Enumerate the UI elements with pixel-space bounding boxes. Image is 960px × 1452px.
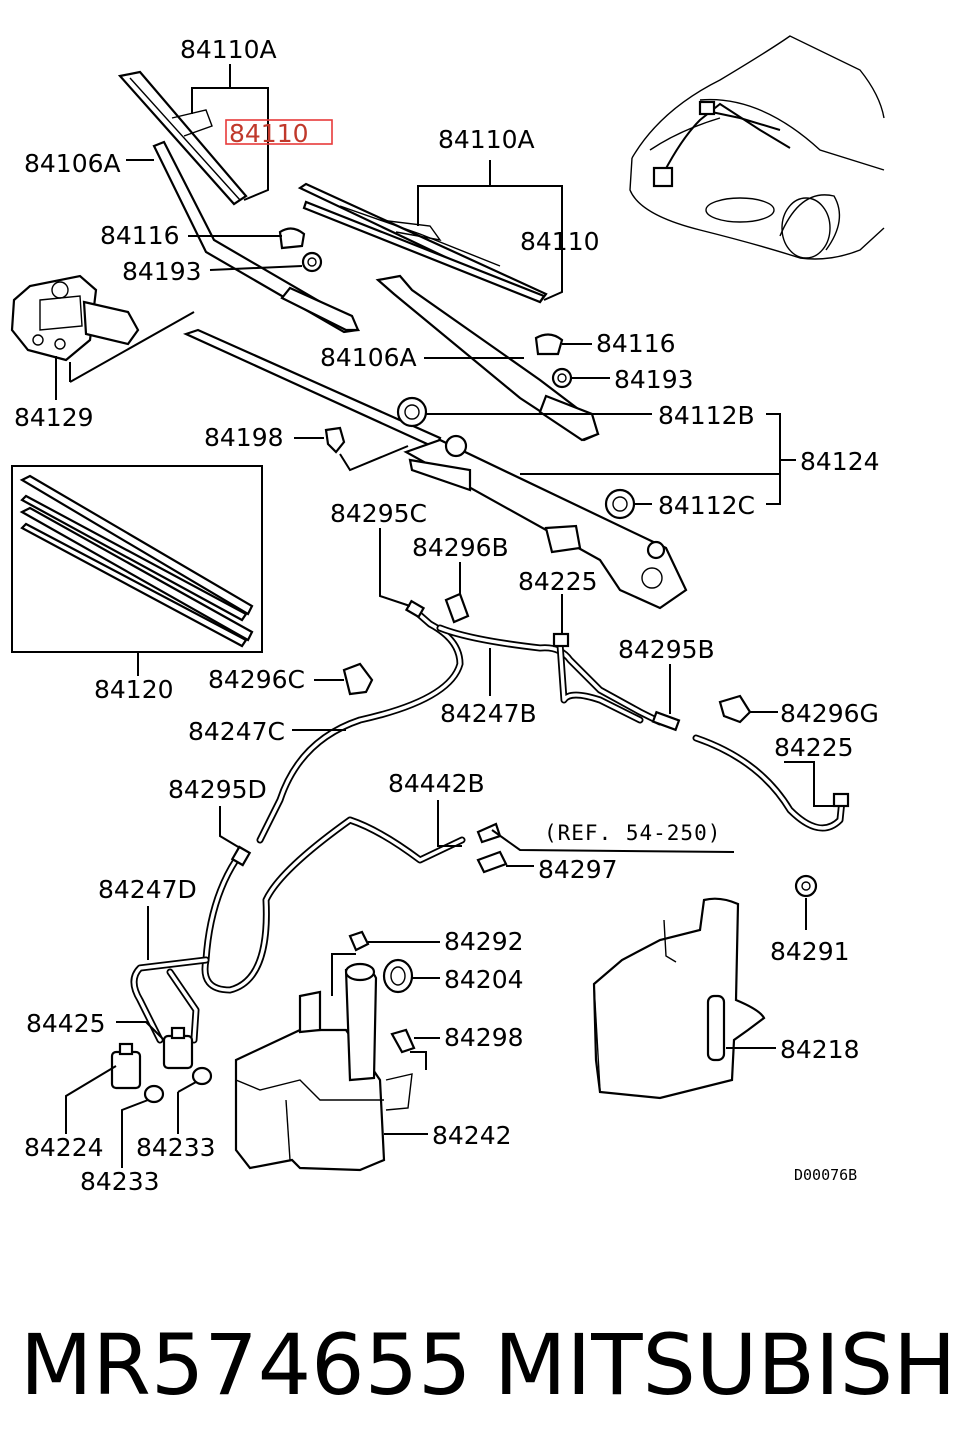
clip-84296B bbox=[444, 592, 470, 624]
label-84218: 84218 bbox=[780, 1035, 860, 1064]
label-84106A-left: 84106A bbox=[24, 149, 121, 178]
bolt-84298 bbox=[390, 1028, 416, 1054]
wiper-blade-right bbox=[297, 182, 548, 304]
nozzle-84225-top bbox=[552, 632, 570, 648]
washer-tank-84242 bbox=[234, 962, 413, 1172]
label-84112B: 84112B bbox=[658, 401, 755, 430]
highlight-box bbox=[225, 119, 333, 145]
refill-84120 bbox=[11, 465, 263, 653]
clip-84296G bbox=[718, 694, 752, 724]
wiper-blade-left bbox=[117, 70, 248, 206]
cap-left bbox=[278, 227, 306, 250]
label-84298: 84298 bbox=[444, 1023, 524, 1052]
wiper-linkage bbox=[182, 328, 688, 610]
bracket-84110A-top bbox=[191, 87, 269, 201]
label-84225-right: 84225 bbox=[774, 733, 854, 762]
joint-84295C bbox=[404, 599, 426, 619]
label-84292: 84292 bbox=[444, 927, 524, 956]
bushing-84112B bbox=[396, 396, 428, 428]
label-84225-top: 84225 bbox=[518, 567, 598, 596]
cap-84204 bbox=[382, 958, 414, 994]
nut-right bbox=[551, 367, 573, 389]
label-84204: 84204 bbox=[444, 965, 524, 994]
washer-pump-secondary bbox=[162, 1026, 194, 1070]
bracket-84110A-right bbox=[417, 185, 563, 301]
label-84110-right: 84110 bbox=[520, 227, 600, 256]
label-84247C: 84247C bbox=[188, 717, 285, 746]
label-84112C: 84112C bbox=[658, 491, 755, 520]
label-84442B: 84442B bbox=[388, 769, 485, 798]
label-84242: 84242 bbox=[432, 1121, 512, 1150]
brand-name: MITSUBISHI bbox=[494, 1316, 960, 1414]
label-84110A-right: 84110A bbox=[438, 125, 535, 154]
joint-84295D bbox=[230, 845, 252, 867]
part-number: MR574655 bbox=[20, 1316, 472, 1414]
bracket-84124 bbox=[766, 413, 781, 505]
label-84295C: 84295C bbox=[330, 499, 427, 528]
label-84116-left: 84116 bbox=[100, 221, 180, 250]
clip-84198 bbox=[324, 426, 346, 454]
label-84296B: 84296B bbox=[412, 533, 509, 562]
label-84425: 84425 bbox=[26, 1009, 106, 1038]
label-84296C: 84296C bbox=[208, 665, 305, 694]
label-84116-right: 84116 bbox=[596, 329, 676, 358]
clip-84296C bbox=[342, 662, 374, 696]
bushing-84112C bbox=[604, 488, 636, 520]
nut-left bbox=[301, 251, 323, 273]
washer-pump-84224 bbox=[110, 1042, 142, 1090]
label-84295D: 84295D bbox=[168, 775, 267, 804]
label-84291: 84291 bbox=[770, 937, 850, 966]
grommet-84233-b bbox=[143, 1084, 165, 1104]
wiper-motor bbox=[10, 274, 140, 362]
cap-right bbox=[534, 333, 564, 356]
drawing-code: D00076B bbox=[794, 1166, 857, 1184]
label-84193-right: 84193 bbox=[614, 365, 694, 394]
label-84296G: 84296G bbox=[780, 699, 879, 728]
label-84120: 84120 bbox=[94, 675, 174, 704]
label-84233-a: 84233 bbox=[136, 1133, 216, 1162]
label-84110A-top: 84110A bbox=[180, 35, 277, 64]
vehicle-location-illustration bbox=[629, 35, 885, 260]
label-84198: 84198 bbox=[204, 423, 284, 452]
washer-hose-assembly bbox=[130, 606, 846, 1044]
label-84110-highlighted: 84110 bbox=[229, 119, 309, 148]
label-84233-b: 84233 bbox=[80, 1167, 160, 1196]
label-84247B: 84247B bbox=[440, 699, 537, 728]
label-84224: 84224 bbox=[24, 1133, 104, 1162]
label-84106A-right: 84106A bbox=[320, 343, 417, 372]
label-84247D: 84247D bbox=[98, 875, 197, 904]
wiper-arm-left bbox=[152, 140, 361, 334]
label-84129: 84129 bbox=[14, 403, 94, 432]
nozzle-84225-right bbox=[832, 792, 850, 808]
label-84295B: 84295B bbox=[618, 635, 715, 664]
label-reference: (REF. 54-250) bbox=[544, 821, 721, 845]
label-84124: 84124 bbox=[800, 447, 880, 476]
grommet-84291 bbox=[794, 874, 818, 898]
grommet-84233-a bbox=[191, 1066, 213, 1086]
nut-84292 bbox=[348, 930, 370, 952]
label-84297: 84297 bbox=[538, 855, 618, 884]
clip-84297 bbox=[476, 850, 508, 874]
label-84193-left: 84193 bbox=[122, 257, 202, 286]
tank-84218 bbox=[592, 897, 766, 1100]
joint-84295B bbox=[651, 710, 681, 732]
